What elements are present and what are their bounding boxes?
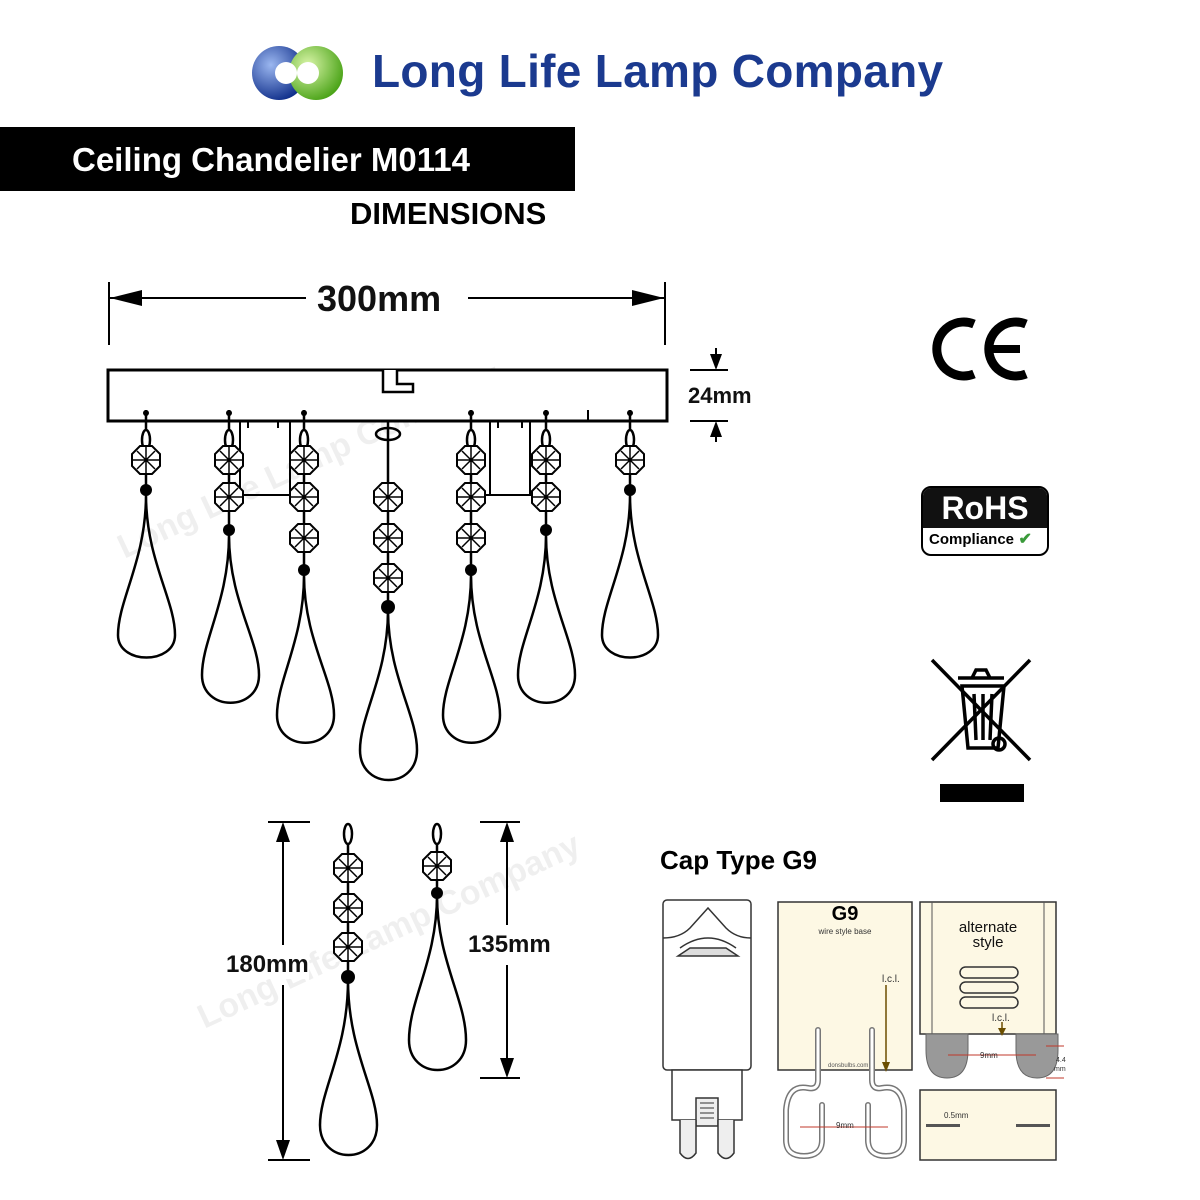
pin-width-label: 0.5mm (944, 1111, 969, 1120)
rohs-title: RoHS (923, 488, 1047, 528)
product-title: Ceiling Chandelier M0114 (72, 141, 470, 178)
cap-type-title: Cap Type G9 (660, 845, 818, 875)
ce-mark-icon (932, 317, 1028, 381)
rohs-badge: RoHS Compliance ✔ (921, 486, 1049, 556)
dimension-short-drop: 135mm (468, 931, 551, 959)
alt-icl-label: l.c.l. (992, 1013, 1010, 1024)
pin-spacing-label: 9mm (836, 1121, 854, 1130)
crystal-strands (116, 410, 660, 782)
icl-label: l.c.l. (882, 974, 900, 985)
alternate-style-diagram: alternate style l.c.l. 9mm 4.4 mm 0.5mm (919, 901, 1066, 1161)
g9-subtitle: wire style base (818, 927, 872, 936)
arrow-up (710, 421, 722, 437)
pin-height-unit: mm (1054, 1066, 1066, 1073)
company-name: Long Life Lamp Company (372, 45, 944, 97)
source-label: donsbulbs.com (828, 1063, 868, 1069)
company-logo (252, 46, 343, 100)
alternate-label-2: style (973, 934, 1004, 951)
alternate-label-1: alternate (959, 919, 1017, 936)
title-bar (0, 127, 575, 191)
plate-slot (381, 370, 415, 394)
check-icon: ✔ (1014, 531, 1032, 548)
dimension-height-label: 24mm (688, 383, 752, 409)
drop-length-drawing (268, 821, 520, 1161)
g9-bulb-drawing (662, 899, 752, 1160)
pin-height-label: 4.4 (1056, 1057, 1066, 1064)
dimension-width-label: 300mm (317, 278, 442, 320)
arrow-down (710, 354, 722, 370)
arrow-right (632, 290, 664, 306)
octagon-beads (131, 445, 645, 593)
g9-label: G9 (832, 903, 859, 925)
rohs-subtitle: Compliance (929, 531, 1015, 548)
alt-pin-spacing-label: 9mm (980, 1051, 998, 1060)
dimension-long-drop: 180mm (226, 951, 309, 979)
arrow-left (110, 290, 142, 306)
g9-spec-diagram: G9 wire style base l.c.l. donsbulbs.com … (777, 901, 913, 1160)
chandelier-drawing (106, 282, 728, 782)
crossed-bin-icon (930, 658, 1032, 802)
section-heading: DIMENSIONS (350, 196, 547, 231)
